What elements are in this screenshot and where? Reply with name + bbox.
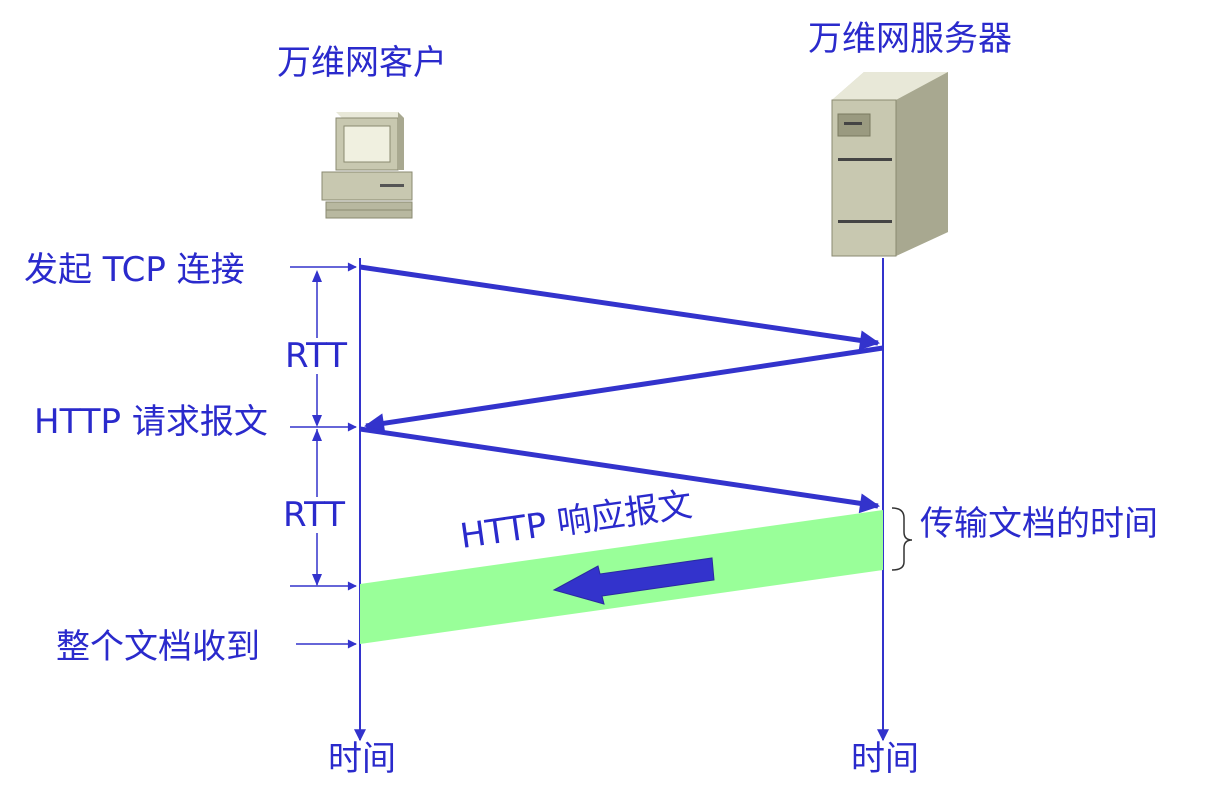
transfer-time-bracket (891, 507, 913, 571)
transfer-time-label: 传输文档的时间 (920, 504, 1158, 544)
doc-received-label: 整个文档收到 (56, 627, 260, 667)
rtt-1-label: RTT (285, 336, 347, 376)
rtt-2-arrowhead-bottom (312, 574, 322, 586)
server-time-label: 时间 (851, 739, 919, 779)
http-request-arrow (359, 426, 880, 514)
tcp-start-label: 发起 TCP 连接 (24, 250, 245, 290)
tcp-connect-arrow (359, 264, 880, 351)
client-time-label: 时间 (328, 739, 396, 779)
rtt-2-label: RTT (283, 495, 345, 535)
client-computer-icon (321, 112, 413, 219)
http-request-label: HTTP 请求报文 (34, 402, 268, 442)
server-tower-icon (831, 72, 948, 257)
tcp-ack-arrow (364, 345, 884, 434)
rtt-2-arrowhead-top (312, 429, 322, 441)
rtt-1-arrowhead-bottom (312, 415, 322, 427)
server-title: 万维网服务器 (808, 19, 1012, 59)
response-direction-arrow (552, 557, 715, 605)
rtt-1-arrowhead-top (312, 270, 322, 282)
client-title: 万维网客户 (277, 43, 447, 83)
